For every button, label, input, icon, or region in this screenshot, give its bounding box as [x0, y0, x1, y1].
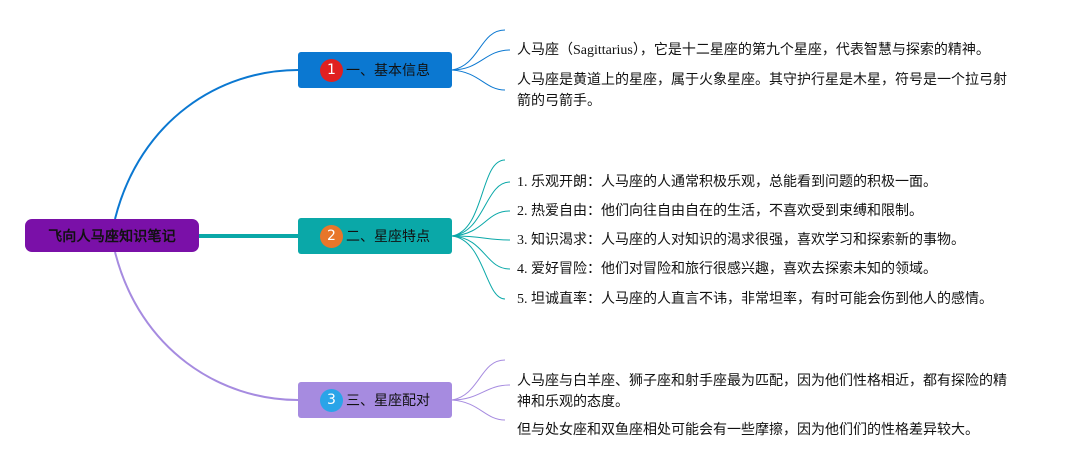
number-badge-2: 2 — [320, 224, 343, 248]
connector-branch-2-leaf-1 — [451, 181, 511, 237]
branch-node-label: 一、基本信息 — [346, 63, 430, 79]
branch-node-matching[interactable]: 3 三、星座配对 — [298, 382, 452, 418]
connector-branch-2-stub-top — [451, 159, 506, 237]
connector-branch-3-leaf-2 — [451, 399, 506, 421]
connector-branch-1-leaf-1 — [451, 49, 511, 71]
leaf-traits-4[interactable]: 4. 爱好冒险：他们对冒险和旅行很感兴趣，喜欢去探索未知的领域。 — [517, 262, 937, 277]
leaf-basic-info-2[interactable]: 人马座是黄道上的星座，属于火象星座。其守护行星是木星，符号是一个拉弓射箭的弓箭手… — [517, 73, 1007, 109]
root-node[interactable]: 飞向人马座知识笔记 — [25, 219, 199, 252]
connector-branch-2-leaf-3 — [451, 235, 511, 241]
leaf-traits-2[interactable]: 2. 热爱自由：他们向往自由自在的生活，不喜欢受到束缚和限制。 — [517, 204, 923, 219]
connector-root-branch-3 — [114, 251, 299, 401]
connector-branch-3-stub-top — [451, 359, 506, 401]
leaf-matching-2[interactable]: 但与处女座和双鱼座相处可能会有一些摩擦，因为他们们的性格差异较大。 — [517, 423, 979, 438]
leaf-traits-1[interactable]: 1. 乐观开朗：人马座的人通常积极乐观，总能看到问题的积极一面。 — [517, 175, 937, 190]
connector-branch-3-leaf-1 — [451, 384, 511, 401]
connector-branch-2-leaf-2 — [451, 210, 511, 237]
leaf-traits-5[interactable]: 5. 坦诚直率：人马座的人直言不讳，非常坦率，有时可能会伤到他人的感情。 — [517, 292, 993, 307]
leaf-matching-1[interactable]: 人马座与白羊座、狮子座和射手座最为匹配，因为他们性格相近，都有探险的精神和乐观的… — [517, 374, 1007, 410]
branch-node-traits[interactable]: 2 二、星座特点 — [298, 218, 452, 254]
number-badge-1: 1 — [320, 58, 343, 82]
connector-branch-1-leaf-2 — [451, 69, 506, 91]
branch-node-label: 二、星座特点 — [346, 229, 430, 245]
connector-branch-2-leaf-4 — [451, 235, 511, 270]
connector-branch-2-leaf-5 — [451, 235, 506, 300]
leaf-basic-info-1[interactable]: 人马座（Sagittarius），它是十二星座的第九个星座，代表智慧与探索的精神… — [517, 43, 990, 58]
branch-node-label: 三、星座配对 — [346, 393, 430, 409]
connector-branch-1-stub-top — [451, 29, 506, 71]
branch-node-basic-info[interactable]: 1 一、基本信息 — [298, 52, 452, 88]
connector-root-branch-1 — [114, 69, 299, 220]
root-node-label: 飞向人马座知识笔记 — [48, 228, 176, 245]
leaf-traits-3[interactable]: 3. 知识渴求：人马座的人对知识的渴求很强，喜欢学习和探索新的事物。 — [517, 233, 965, 248]
number-badge-3: 3 — [320, 388, 343, 412]
